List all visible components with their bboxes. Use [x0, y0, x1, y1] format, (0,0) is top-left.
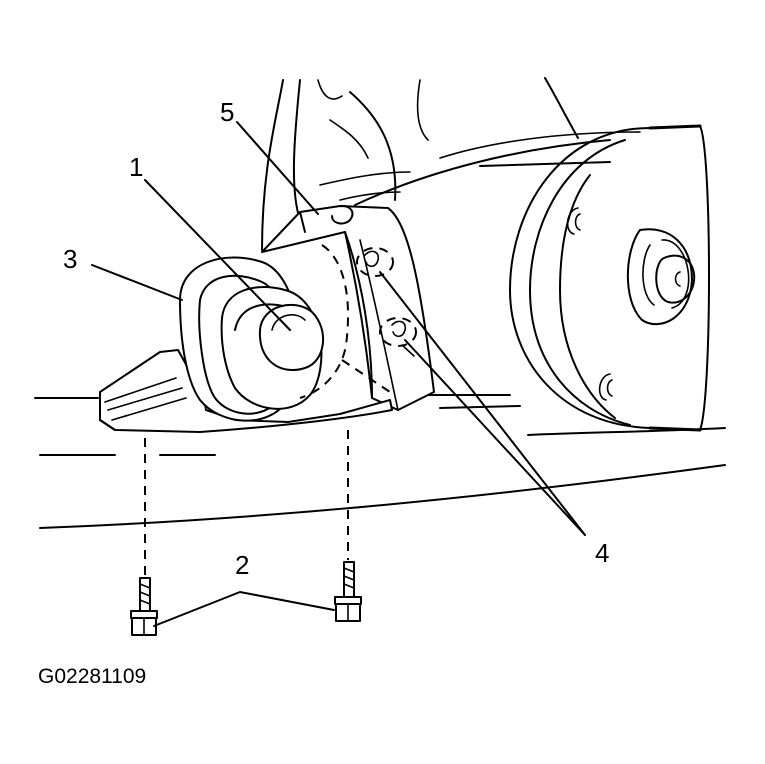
figure-id: G02281109	[38, 665, 146, 688]
frame-rails	[34, 394, 726, 529]
leader-lines	[91, 121, 586, 627]
callout-3: 3	[63, 244, 77, 274]
mount-cushion	[99, 244, 393, 433]
bolt-left	[130, 577, 158, 636]
alignment-lines	[144, 430, 349, 575]
callout-4: 4	[595, 538, 609, 568]
bolt-right	[334, 561, 362, 622]
pulley	[509, 124, 710, 432]
engine-block	[261, 77, 641, 251]
callout-1: 1	[129, 152, 143, 182]
callout-5: 5	[220, 97, 234, 127]
mount-bracket	[261, 204, 435, 411]
callout-2: 2	[235, 550, 249, 580]
